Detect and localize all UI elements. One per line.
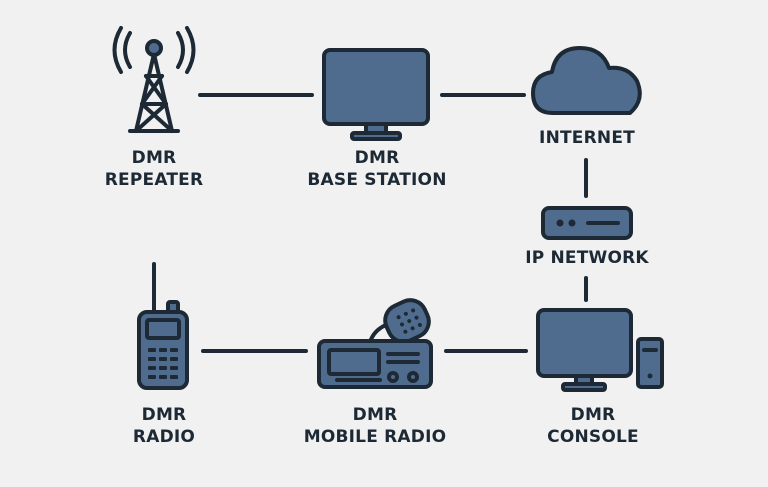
mobile-radio-label: DMR MOBILE RADIO: [304, 404, 447, 448]
console-label-line1: DMR: [570, 405, 616, 425]
cloud-icon: [531, 46, 642, 115]
repeater-label-line1: DMR: [131, 148, 177, 168]
console-label-line2: CONSOLE: [547, 427, 639, 447]
base-station-label-line1: DMR: [354, 148, 400, 168]
console-label: DMR CONSOLE: [547, 404, 639, 448]
radio-label-line1: DMR: [141, 405, 187, 425]
radio-label-line2: RADIO: [132, 427, 196, 447]
mobile-radio-icon: [317, 298, 433, 389]
radio-label: DMR RADIO: [133, 404, 195, 448]
ip-network-label: IP NETWORK: [525, 247, 649, 269]
router-icon: [541, 206, 633, 240]
handheld-radio-icon: [137, 262, 189, 390]
mobile-radio-label-line1: DMR: [352, 405, 398, 425]
radio-tower-icon: [112, 26, 196, 133]
repeater-label: DMR REPEATER: [105, 147, 204, 191]
ip-network-label-line1: IP NETWORK: [525, 248, 649, 268]
repeater-label-line2: REPEATER: [104, 170, 204, 190]
internet-label-line1: INTERNET: [539, 128, 635, 148]
internet-label: INTERNET: [539, 127, 635, 149]
base-station-label-line2: BASE STATION: [307, 170, 447, 190]
mobile-radio-label-line2: MOBILE RADIO: [303, 427, 447, 447]
monitor-icon: [322, 48, 430, 141]
desktop-computer-icon: [536, 308, 664, 392]
base-station-label: DMR BASE STATION: [307, 147, 446, 191]
